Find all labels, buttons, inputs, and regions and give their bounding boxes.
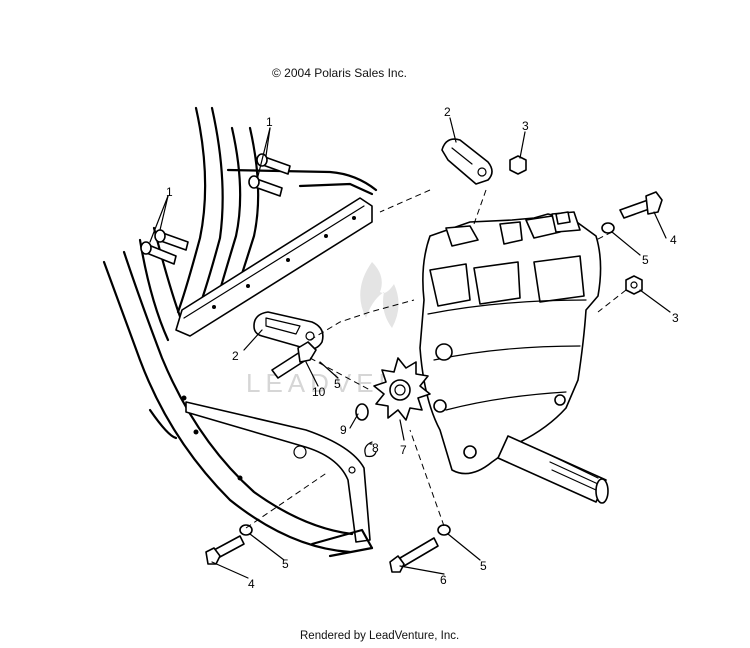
callout-5-right: 5 (642, 253, 649, 267)
assembly-lines (245, 189, 627, 529)
callout-1-top: 1 (266, 115, 273, 129)
callout-3-right: 3 (672, 311, 679, 325)
callout-2-upper: 2 (444, 105, 451, 119)
copyright-text: © 2004 Polaris Sales Inc. (272, 66, 407, 80)
bolt-bottom-center (389, 524, 451, 573)
callout-5-bottom-left: 5 (282, 557, 289, 571)
callout-7: 7 (400, 443, 407, 457)
bolt-10 (271, 341, 317, 379)
frame-bolts (140, 153, 291, 265)
callout-1-left: 1 (166, 185, 173, 199)
bolt-top-right (601, 191, 663, 234)
rendered-by-text: Rendered by LeadVenture, Inc. (300, 630, 460, 642)
callout-labels: 1 1 2 2 3 3 4 4 5 5 5 5 5 6 7 8 9 10 (166, 105, 679, 591)
frame-assembly (102, 106, 378, 558)
callout-9: 9 (340, 423, 347, 437)
callout-4-bottom: 4 (248, 577, 255, 591)
drive-sprocket (373, 357, 431, 421)
sprocket-hardware (355, 403, 377, 458)
callout-8: 8 (372, 441, 379, 455)
mount-bracket-upper (441, 138, 493, 185)
gearbox-assembly (419, 211, 609, 504)
callout-2-lower: 2 (232, 349, 239, 363)
mount-bracket-lower (253, 311, 324, 350)
callout-3-upper: 3 (522, 119, 529, 133)
leader-lines (149, 117, 671, 579)
bolt-bottom-left (205, 524, 253, 565)
callout-6: 6 (440, 573, 447, 587)
callout-4-right: 4 (670, 233, 677, 247)
callout-5-center: 5 (334, 377, 341, 391)
callout-5-bottom-right: 5 (480, 559, 487, 573)
nuts (509, 155, 643, 295)
callout-10: 10 (312, 385, 326, 399)
